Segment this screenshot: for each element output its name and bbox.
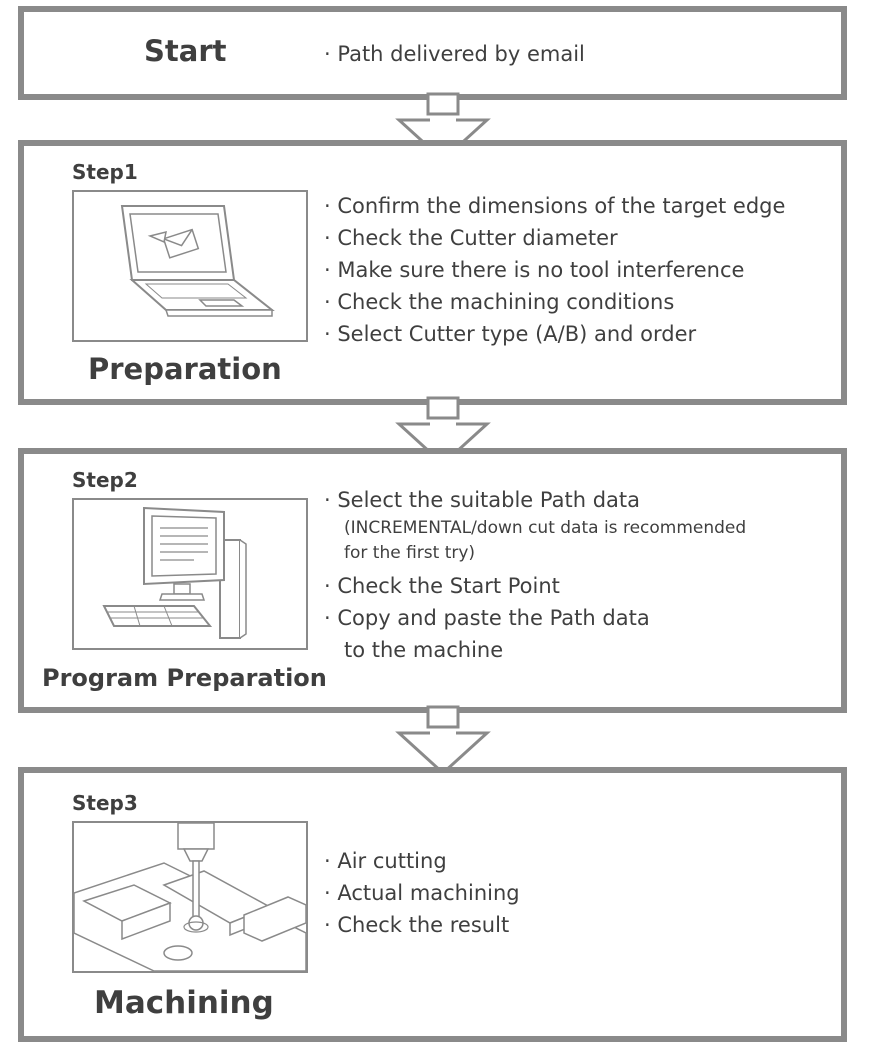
laptop-email-illustration: [72, 190, 308, 342]
step1-bullet-list: · Confirm the dimensions of the target e…: [324, 190, 785, 350]
desktop-computer-illustration: [72, 498, 308, 650]
start-box: Start · Path delivered by email: [18, 6, 847, 100]
start-bullet: · Path delivered by email: [324, 42, 585, 66]
step1-label: Step1: [72, 160, 138, 184]
step1-box: Step1 Preparation · Confirm the dimensio…: [18, 140, 847, 405]
step2-bullet: · Check the Start Point: [324, 574, 560, 598]
step1-bullet: · Select Cutter type (A/B) and order: [324, 322, 697, 346]
envelope-icon: [162, 228, 200, 259]
down-arrow-icon: [395, 396, 491, 467]
step3-label: Step3: [72, 791, 138, 815]
down-arrow-icon: [395, 705, 491, 776]
cutter-machine-icon: [74, 823, 306, 971]
step2-bullet-list: · Select the suitable Path data (INCREME…: [324, 484, 746, 666]
step3-bullet: · Check the result: [324, 913, 510, 937]
step2-bullet: · Copy and paste the Path data: [324, 606, 650, 630]
step3-bullet-list: · Air cutting · Actual machining · Check…: [324, 845, 520, 941]
step1-bullet: · Check the Cutter diameter: [324, 226, 618, 250]
step1-title: Preparation: [88, 352, 282, 386]
step2-bullet: · Select the suitable Path data: [324, 488, 641, 512]
step2-note: (INCREMENTAL/down cut data is recommende…: [344, 518, 747, 538]
step3-bullet: · Air cutting: [324, 849, 447, 873]
step1-bullet: · Confirm the dimensions of the target e…: [324, 194, 786, 218]
step2-label: Step2: [72, 468, 138, 492]
step3-bullet: · Actual machining: [324, 881, 520, 905]
step3-title: Machining: [94, 985, 274, 1021]
step2-box: Step2 Program Preparation · Select: [18, 448, 847, 713]
desktop-computer-icon: [102, 506, 247, 639]
step2-note: for the first try): [344, 543, 476, 563]
start-title: Start: [144, 34, 227, 68]
step3-box: Step3 Machining · Air cutting · Actual: [18, 767, 847, 1042]
step1-bullet: · Check the machining conditions: [324, 290, 675, 314]
machining-illustration: [72, 821, 308, 973]
step1-bullet: · Make sure there is no tool interferenc…: [324, 258, 745, 282]
step2-title: Program Preparation: [42, 664, 327, 692]
laptop-icon: [120, 205, 275, 317]
step2-bullet-continuation: to the machine: [344, 638, 504, 662]
